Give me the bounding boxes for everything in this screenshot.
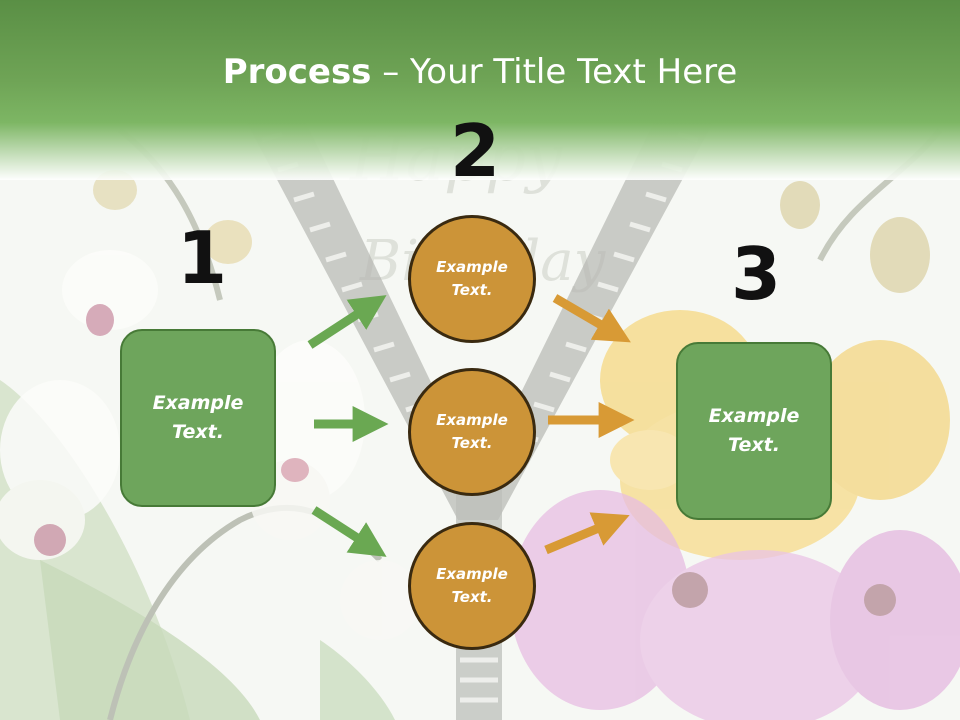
title-bar: [0, 0, 960, 180]
step-box-1-label: Example Text.: [152, 392, 244, 443]
step-number-1: 1: [177, 216, 228, 300]
arrow-green-down: [311, 506, 387, 557]
step-number-3: 3: [731, 232, 782, 316]
arrow-gold-up: [552, 294, 631, 343]
circle-bottom: Example Text.: [408, 522, 536, 650]
step-number-2: 2: [450, 109, 501, 193]
circle-bottom-label: Example Text.: [436, 565, 508, 606]
circle-top: Example Text.: [408, 215, 536, 343]
step-box-1: Example Text.: [120, 329, 276, 507]
step-box-3-label: Example Text.: [708, 405, 800, 456]
arrow-green-up: [307, 295, 387, 349]
page-title: Process – Your Title Text Here: [0, 52, 960, 92]
arrow-gold-down: [544, 512, 630, 555]
title-rest: – Your Title Text Here: [371, 52, 738, 92]
circle-middle: Example Text.: [408, 368, 536, 496]
circle-middle-label: Example Text.: [436, 411, 508, 452]
step-box-3: Example Text.: [676, 342, 832, 520]
circle-top-label: Example Text.: [436, 258, 508, 299]
title-bold: Process: [222, 52, 372, 92]
